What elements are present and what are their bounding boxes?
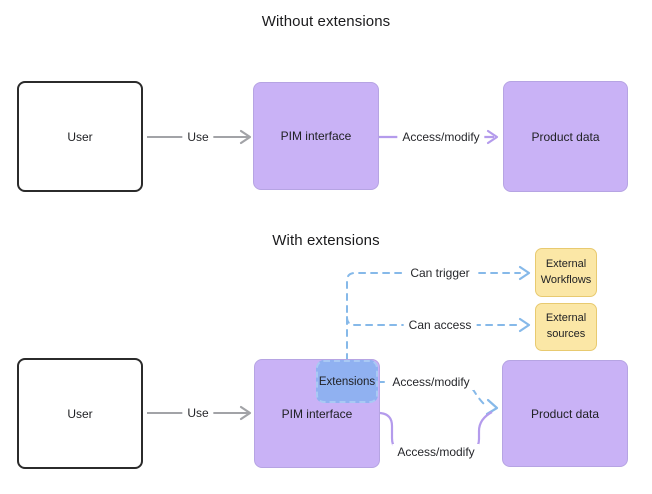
node-external-sources: External sources: [535, 303, 597, 351]
edge-can-access: [346, 316, 521, 326]
edge-label-access-modify-top: Access/modify: [397, 129, 485, 145]
node-external-sources-label: External sources: [545, 312, 587, 340]
node-product-data-top: Product data: [503, 81, 628, 192]
section-title-with-extensions: With extensions: [272, 232, 380, 249]
arrowhead-use-top: [239, 129, 252, 145]
arrowhead-use-bottom: [239, 405, 252, 421]
node-pim-interface-top-label: PIM interface: [280, 129, 352, 143]
node-user-top: User: [17, 81, 143, 192]
node-user-top-label: User: [67, 129, 93, 144]
arrowhead-access-modify-top: [486, 129, 499, 145]
node-external-workflows: External Workflows: [535, 248, 597, 297]
node-product-data-bottom: Product data: [502, 360, 628, 467]
edge-label-use-top: Use: [182, 129, 214, 145]
arrowhead-access-modify-extensions: [485, 398, 499, 416]
node-product-data-bottom-label: Product data: [530, 406, 600, 421]
edge-label-can-access: Can access: [403, 317, 477, 333]
edge-access-modify-extensions: [377, 381, 485, 405]
node-external-workflows-label: External Workflows: [540, 257, 592, 286]
arrowhead-can-trigger: [518, 265, 531, 281]
node-extensions: Extensions: [316, 360, 378, 403]
node-product-data-top-label: Product data: [531, 129, 600, 144]
node-pim-interface-bottom-label: PIM interface: [281, 406, 353, 421]
edge-can-trigger: [346, 272, 521, 361]
node-extensions-label: Extensions: [318, 375, 376, 388]
edge-label-access-modify-extensions: Access/modify: [387, 374, 475, 390]
edge-label-access-modify-pim: Access/modify: [392, 444, 480, 460]
node-pim-interface-top: PIM interface: [253, 82, 379, 190]
edge-label-use-bottom: Use: [182, 405, 214, 421]
arrowhead-can-access: [518, 317, 531, 333]
section-title-without-extensions: Without extensions: [261, 13, 391, 30]
node-user-bottom-label: User: [67, 406, 93, 421]
node-user-bottom: User: [17, 358, 143, 469]
edge-label-can-trigger: Can trigger: [405, 265, 475, 281]
